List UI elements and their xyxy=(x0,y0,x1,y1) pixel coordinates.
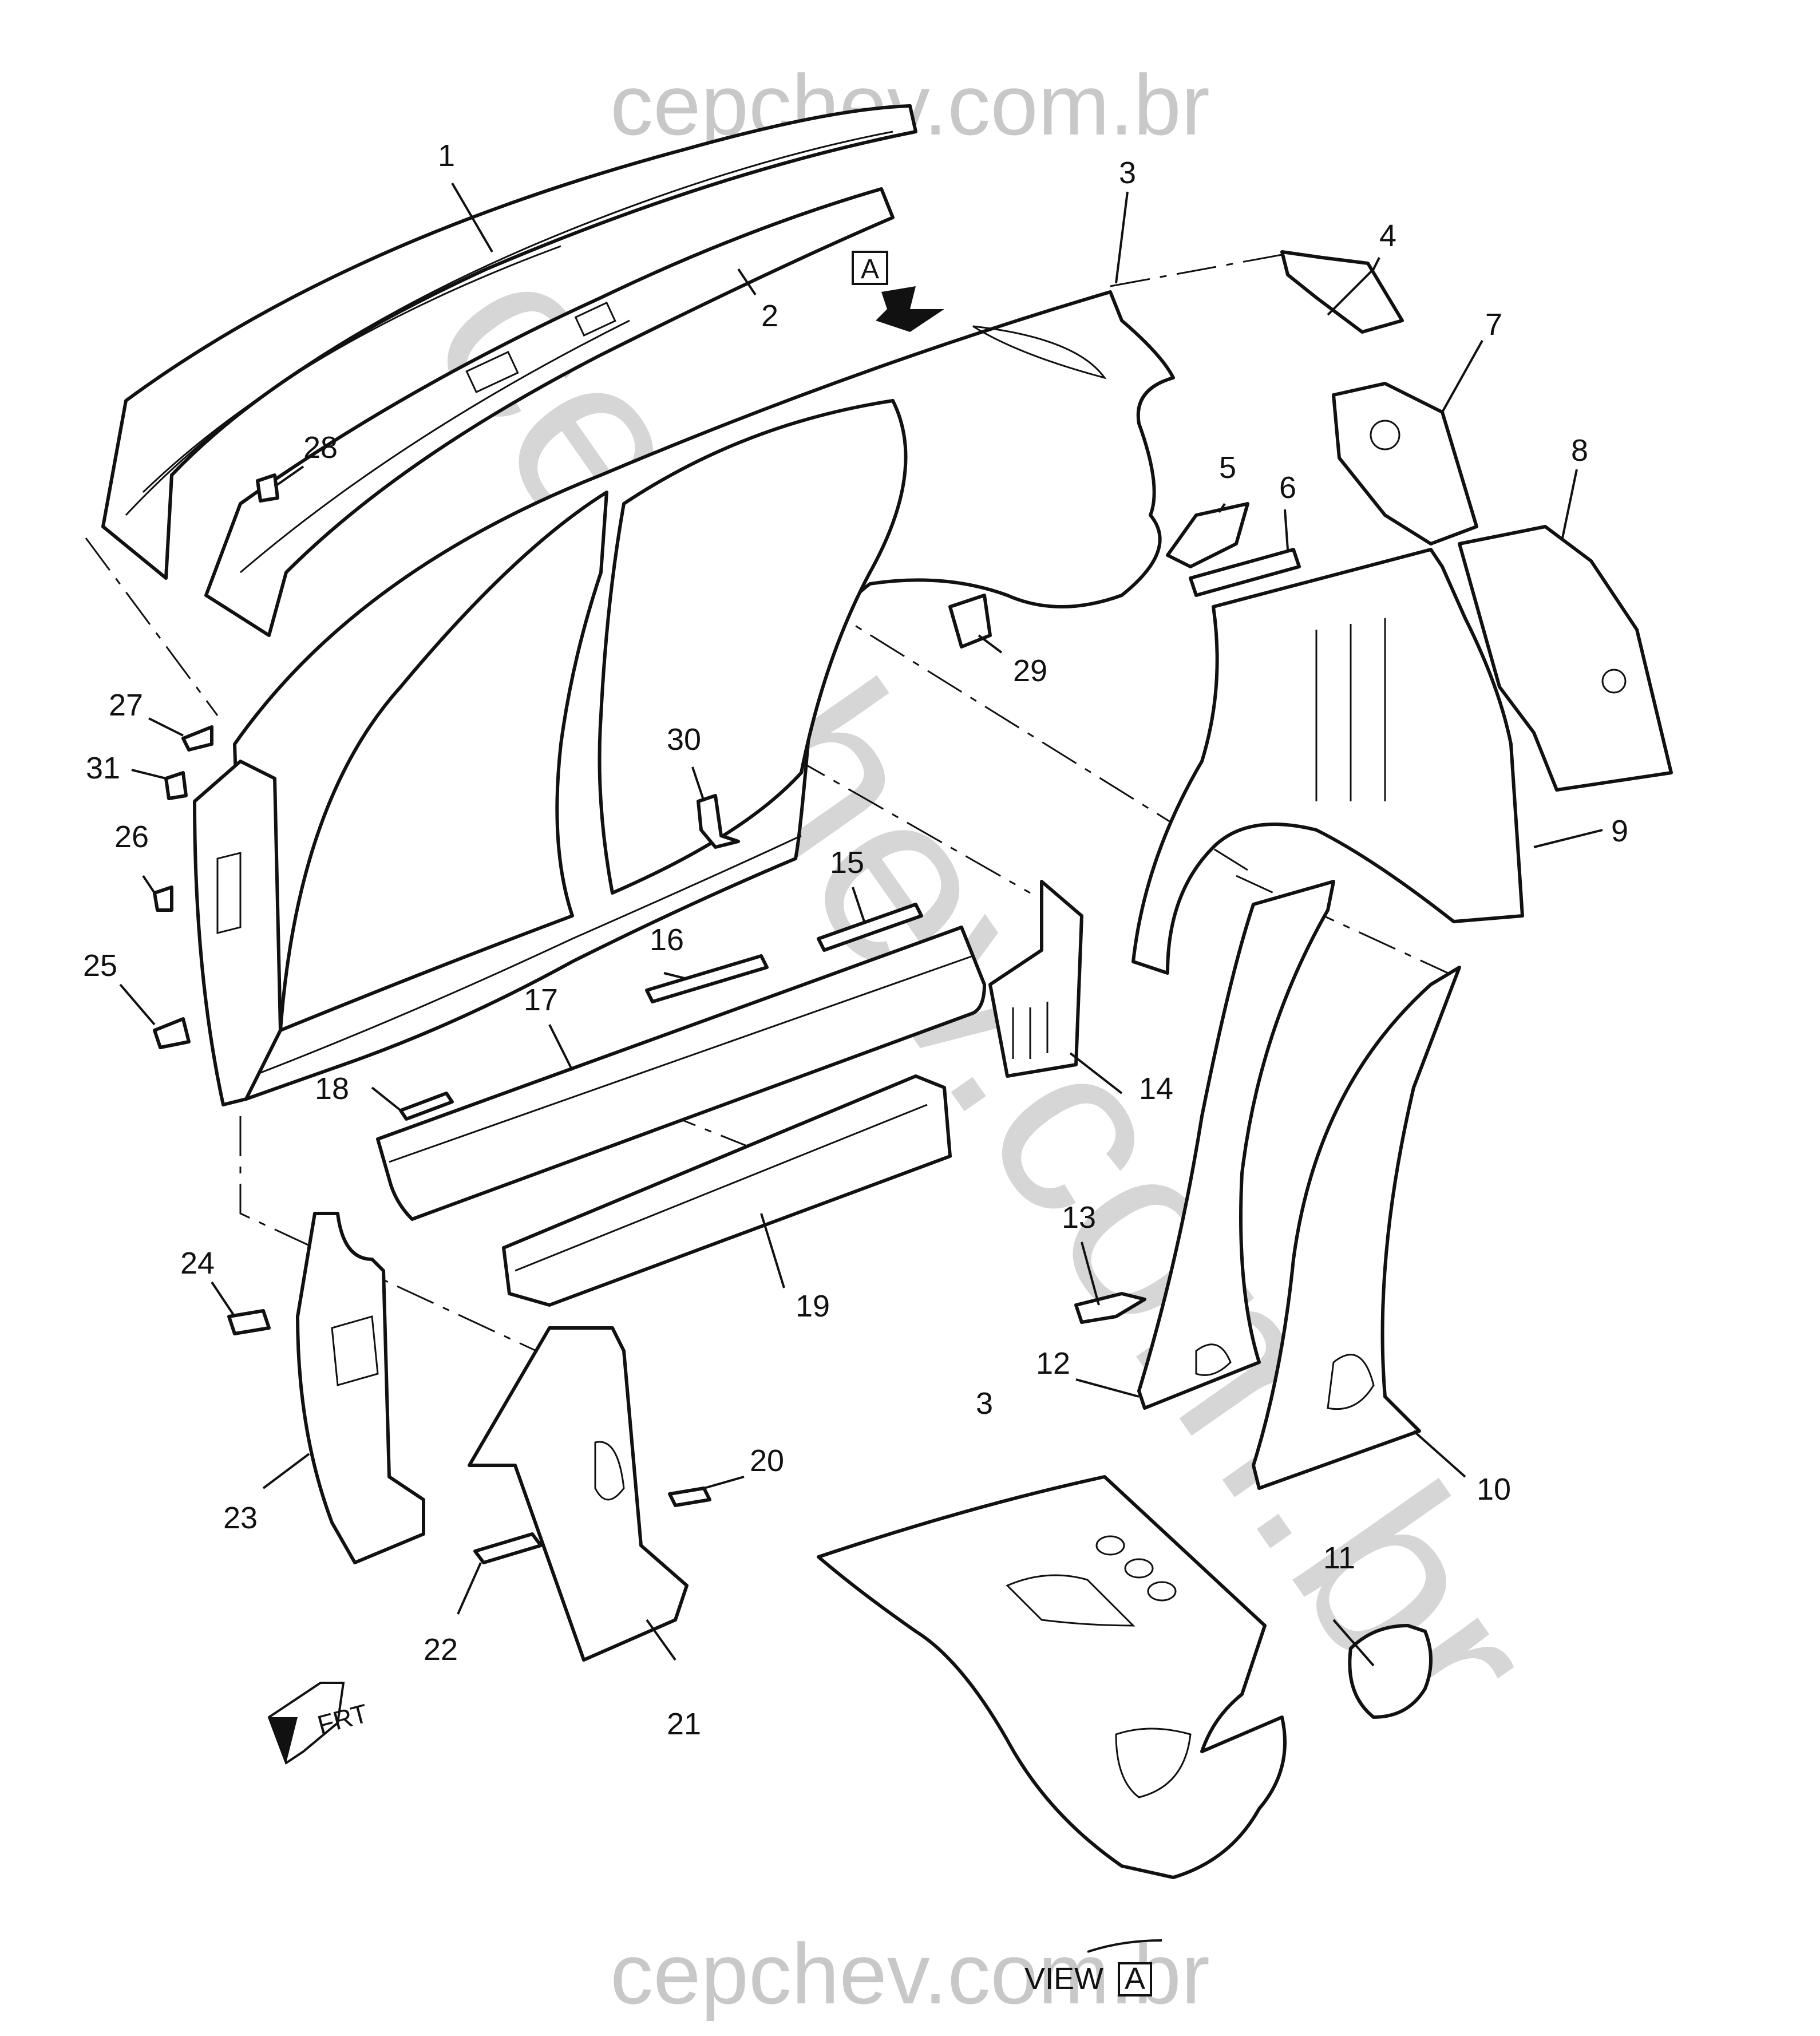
part-30-bracket xyxy=(697,794,740,849)
part-17-rocker-outer xyxy=(376,926,986,1221)
callout-11: 11 xyxy=(1323,1541,1355,1575)
callout-3-view: 3 xyxy=(976,1386,993,1421)
callout-30: 30 xyxy=(667,722,701,757)
callout-22: 22 xyxy=(424,1632,458,1667)
part-12-pillar-outer xyxy=(1137,880,1335,1410)
part-28-clip xyxy=(256,473,279,503)
part-15-strip xyxy=(817,903,923,952)
part-21-hinge-pillar xyxy=(468,1326,689,1662)
callout-1: 1 xyxy=(438,139,455,173)
view-a-letter: A xyxy=(861,254,879,284)
callout-12: 12 xyxy=(1036,1346,1070,1381)
part-1-roof-rail-outer xyxy=(101,104,917,580)
part-5-bracket xyxy=(1166,502,1249,568)
part-27-clip xyxy=(181,725,213,752)
callout-24: 24 xyxy=(180,1246,215,1280)
view-a-caption: VIEW A xyxy=(1024,1939,1162,1997)
callout-8: 8 xyxy=(1571,433,1588,468)
callout-28: 28 xyxy=(303,430,338,465)
part-10-pillar-inner xyxy=(1252,966,1461,1490)
callout-14: 14 xyxy=(1139,1072,1173,1106)
part-8-panel xyxy=(1458,525,1673,792)
callout-4: 4 xyxy=(1379,219,1396,253)
part-16-strip xyxy=(645,954,769,1003)
part-front-pillar xyxy=(193,760,282,1106)
callout-17: 17 xyxy=(524,983,558,1017)
view-caption-text: VIEW xyxy=(1024,1962,1103,1996)
part-18-strip xyxy=(399,1092,454,1121)
part-4-bracket xyxy=(1280,250,1404,334)
part-6-reinforcement xyxy=(1189,548,1301,597)
callout-7: 7 xyxy=(1485,307,1502,342)
part-22-plate xyxy=(473,1532,543,1564)
callout-10: 10 xyxy=(1477,1472,1511,1507)
callout-15: 15 xyxy=(830,845,864,880)
part-31-clip xyxy=(164,771,188,800)
watermark-bottom: cepchev.com.br xyxy=(610,1926,1210,2022)
part-19-rocker-inner xyxy=(502,1074,952,1307)
callout-6: 6 xyxy=(1279,471,1296,505)
callout-19: 19 xyxy=(796,1289,830,1323)
part-3-body-side-outer xyxy=(233,290,1175,1101)
view-a-quarter-panel-detail xyxy=(817,1475,1287,1879)
part-20-clip xyxy=(668,1487,711,1507)
callout-5: 5 xyxy=(1219,450,1236,485)
callout-31: 31 xyxy=(86,751,120,785)
part-29-plate xyxy=(948,594,992,649)
part-25-clip xyxy=(153,1017,191,1049)
part-13-clip xyxy=(1074,1292,1146,1324)
leader-lines xyxy=(119,182,1603,1667)
part-11-fuel-door xyxy=(1348,1624,1433,1719)
part-7-panel xyxy=(1332,382,1478,545)
callout-29: 29 xyxy=(1013,654,1047,688)
part-23-a-pillar-lower xyxy=(296,1212,425,1564)
view-a-arrow-marker: A xyxy=(852,251,944,332)
part-24-clip xyxy=(227,1309,271,1335)
callout-21: 21 xyxy=(667,1707,701,1741)
callout-9: 9 xyxy=(1611,814,1628,848)
callout-16: 16 xyxy=(650,923,684,957)
front-direction-marker: FRT xyxy=(267,1682,371,1765)
callout-20: 20 xyxy=(750,1444,784,1478)
view-caption-letter: A xyxy=(1125,1962,1145,1996)
callout-13: 13 xyxy=(1062,1200,1096,1235)
callout-3-main: 3 xyxy=(1119,156,1136,190)
callout-18: 18 xyxy=(315,1072,349,1106)
part-26-clip xyxy=(153,885,173,912)
callout-27: 27 xyxy=(109,688,143,722)
callout-26: 26 xyxy=(114,820,149,854)
part-9-rear-wheelhouse xyxy=(1131,548,1524,975)
callout-23: 23 xyxy=(223,1501,258,1535)
part-2-roof-rail-inner xyxy=(204,187,895,637)
callout-2: 2 xyxy=(761,299,778,333)
callout-numbers: 1 2 3 4 5 6 7 8 9 10 11 12 13 14 15 16 1… xyxy=(83,139,1628,1741)
callout-25: 25 xyxy=(83,948,117,983)
part-14-bracket xyxy=(988,880,1083,1078)
